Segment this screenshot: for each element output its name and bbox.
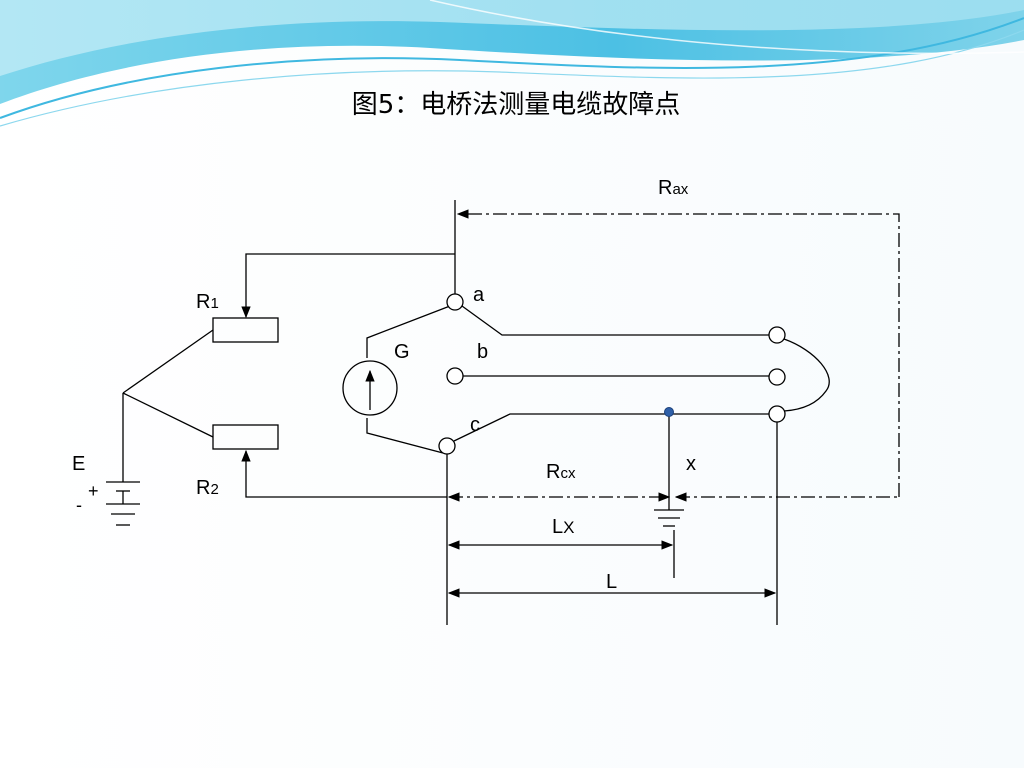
label-x: x xyxy=(686,453,696,475)
resistor-r2 xyxy=(212,424,279,450)
wire-g-to-c xyxy=(366,418,444,454)
conductor-a xyxy=(461,305,769,336)
wire-junction-to-r2 xyxy=(122,392,214,438)
label-r1: R1 xyxy=(196,291,219,313)
terminal-far-c xyxy=(768,405,786,423)
label-l: L xyxy=(606,571,617,593)
label-a: a xyxy=(473,284,485,306)
label-r2: R2 xyxy=(196,477,219,499)
label-b: b xyxy=(477,341,488,363)
bridge-circuit xyxy=(106,200,900,625)
far-end-loop xyxy=(783,338,830,412)
slide-title: 图5：电桥法测量电缆故障点 xyxy=(351,90,681,120)
terminal-far-a xyxy=(768,326,786,344)
label-c: c xyxy=(470,414,480,436)
label-minus: - xyxy=(76,495,82,515)
header-swoosh xyxy=(0,0,1024,127)
wiper-r1 xyxy=(241,253,455,319)
terminal-c xyxy=(438,437,456,455)
rax-path xyxy=(456,209,900,497)
label-rax: Rax xyxy=(658,177,689,199)
label-lx: LX xyxy=(552,516,574,538)
fault-point xyxy=(664,407,674,417)
terminal-far-b xyxy=(768,368,786,386)
wire-junction-to-r1 xyxy=(122,329,214,394)
terminal-a xyxy=(446,293,464,311)
label-plus: + xyxy=(88,481,99,501)
label-g: G xyxy=(394,341,410,363)
wiper-r2 xyxy=(241,449,447,498)
terminal-b xyxy=(446,367,464,385)
label-rcx: Rcx xyxy=(546,461,576,483)
wire-a-to-g xyxy=(366,305,451,358)
diagram-labels: R1 R2 E + - G a b c Rax Rcx x LX L xyxy=(72,177,696,593)
conductor-c xyxy=(453,413,769,442)
label-e: E xyxy=(72,453,85,475)
galvanometer xyxy=(342,360,398,416)
